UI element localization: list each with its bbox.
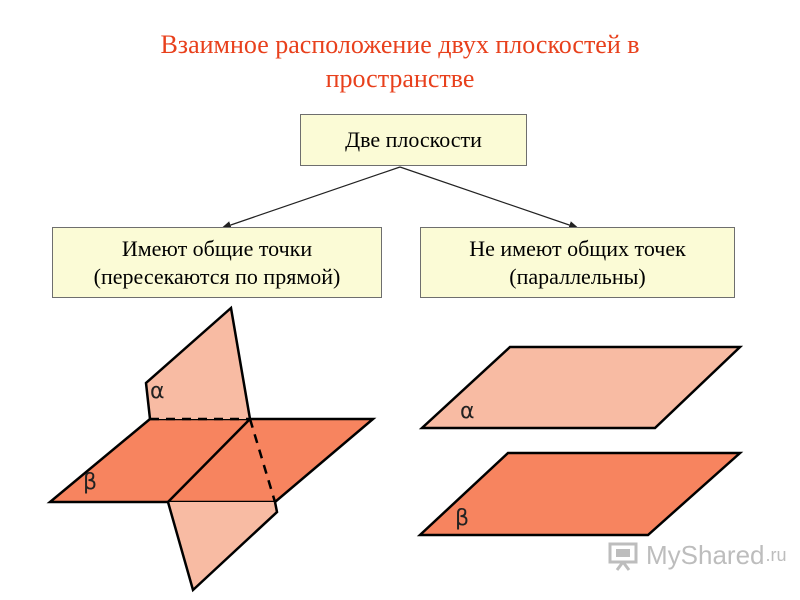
intersection-line <box>167 418 251 503</box>
watermark-domain: .ru <box>765 545 787 565</box>
root-node-two-planes: Две плоскости <box>300 114 527 166</box>
arrow-to-intersecting <box>221 166 401 229</box>
arrow-to-parallel <box>399 166 579 229</box>
hidden-edge-vertical <box>248 418 277 503</box>
branch-parallel: Не имеют общих точек (параллельны) <box>420 227 735 298</box>
parallel-planes-figure: α β <box>416 345 744 537</box>
label-beta-parallel: β <box>455 506 469 531</box>
branch-intersecting-line-2: (пересекаются по прямой) <box>93 263 341 289</box>
projector-screen-icon <box>608 542 638 571</box>
plane-beta-parallel <box>416 451 744 537</box>
root-node-label: Две плоскости <box>345 127 482 152</box>
title-line-1: Взаимное расположение двух плоскостей в <box>160 30 640 59</box>
branch-parallel-line-2: (параллельны) <box>509 263 646 289</box>
branch-intersecting-line-1: Имеют общие точки <box>121 235 313 261</box>
diagram-title: Взаимное расположение двух плоскостей в … <box>0 28 800 96</box>
title-line-2: пространстве <box>325 64 475 93</box>
label-alpha-parallel: α <box>460 399 475 424</box>
plane-alpha-lower <box>168 502 277 590</box>
plane-beta-horizontal <box>46 417 377 504</box>
plane-alpha-edge-left <box>144 305 252 420</box>
branch-intersecting: Имеют общие точки (пересекаются по прямо… <box>52 227 382 298</box>
branch-parallel-line-1: Не имеют общих точек <box>469 235 686 261</box>
watermark: MyShared .ru <box>608 540 787 571</box>
plane-alpha-upper <box>146 308 250 419</box>
plane-alpha-edge-lower <box>166 501 279 593</box>
intersecting-planes-figure: α β <box>46 305 377 593</box>
plane-alpha-parallel <box>418 345 744 430</box>
watermark-name: MyShared <box>646 540 765 570</box>
label-beta-intersecting: β <box>83 470 97 495</box>
label-alpha-intersecting: α <box>150 379 165 404</box>
